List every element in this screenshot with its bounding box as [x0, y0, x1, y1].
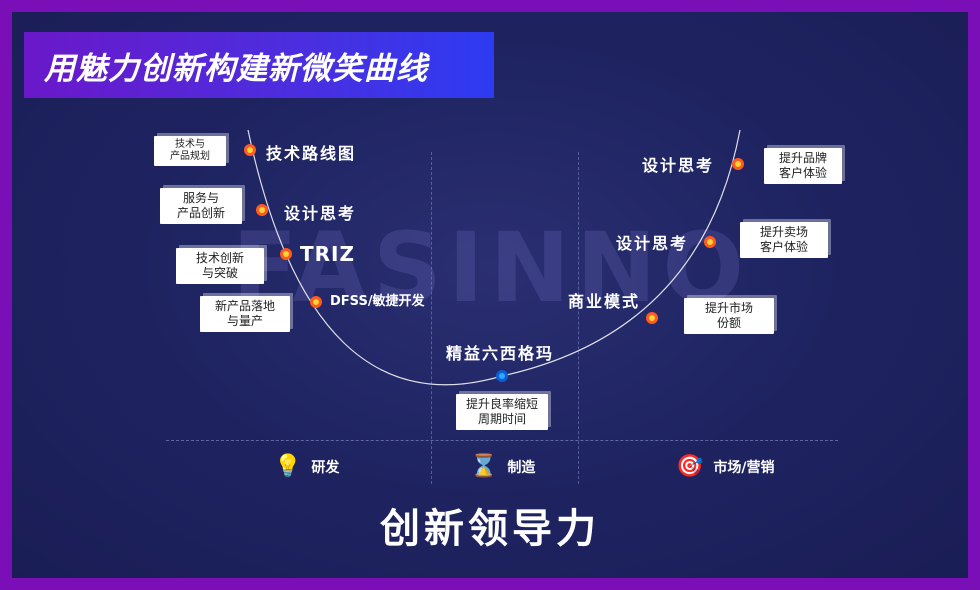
tag-market-share: 提升市场 份额 [684, 298, 774, 334]
stage-label-triz: TRIZ [300, 242, 355, 266]
stage-dot-triz [280, 248, 292, 260]
stage-dot-design-thinking-right-2 [704, 236, 716, 248]
stage-dot-design-thinking-right-1 [732, 158, 744, 170]
category-rnd: 💡 研发 [274, 456, 339, 478]
hourglass-icon: ⌛ [470, 454, 498, 479]
category-manufacturing: ⌛ 制造 [470, 456, 535, 478]
baseline-divider [166, 440, 838, 441]
tag-service-innovation: 服务与 产品创新 [160, 188, 242, 224]
tag-tech-breakthrough: 技术创新 与突破 [176, 248, 264, 284]
diagram-canvas: 用魅力创新构建新微笑曲线 FASINNO 技术与 产品规划 技术路线图 服务与 … [12, 12, 968, 578]
category-marketing: 🎯 市场/营销 [676, 456, 775, 478]
stage-label-roadmap: 技术路线图 [266, 144, 357, 163]
target-icon: 🎯 [676, 454, 704, 479]
stage-label-dfss: DFSS/敏捷开发 [330, 294, 425, 309]
category-label-marketing: 市场/营销 [713, 460, 775, 476]
stage-dot-roadmap [244, 144, 256, 156]
stage-label-business-model: 商业模式 [568, 292, 641, 311]
tag-brand-experience: 提升品牌 客户体验 [764, 148, 842, 184]
footer-title: 创新领导力 [380, 506, 600, 552]
stage-dot-business-model [646, 312, 658, 324]
tag-store-experience: 提升卖场 客户体验 [740, 222, 828, 258]
divider-line-right [578, 152, 579, 484]
tag-tech-planning: 技术与 产品规划 [154, 136, 226, 166]
stage-label-design-thinking-right-1: 设计思考 [642, 156, 715, 175]
tag-yield-cycle: 提升良率缩短 周期时间 [456, 394, 548, 430]
stage-label-design-thinking-left: 设计思考 [284, 204, 357, 223]
tag-new-product: 新产品落地 与量产 [200, 296, 290, 332]
stage-dot-lean-six-sigma [496, 370, 508, 382]
category-label-rnd: 研发 [311, 460, 340, 476]
stage-label-design-thinking-right-2: 设计思考 [616, 234, 689, 253]
title-banner: 用魅力创新构建新微笑曲线 [24, 32, 494, 98]
category-label-manufacturing: 制造 [507, 460, 536, 476]
lightbulb-icon: 💡 [274, 454, 302, 479]
stage-dot-dfss [310, 296, 322, 308]
page-title: 用魅力创新构建新微笑曲线 [44, 50, 428, 87]
stage-label-lean-six-sigma: 精益六西格玛 [446, 344, 555, 363]
stage-dot-design-thinking-left [256, 204, 268, 216]
smile-curve [247, 129, 741, 386]
divider-line-left [431, 152, 432, 484]
